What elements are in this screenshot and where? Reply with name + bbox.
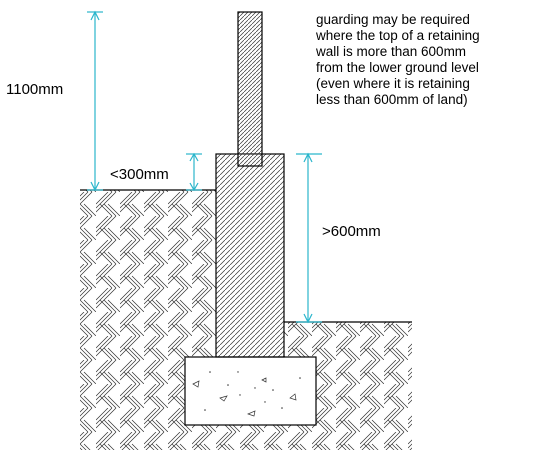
dimension-lt-300mm [186, 152, 202, 192]
label-lt-300mm: <300mm [110, 166, 169, 183]
label-1100mm: 1100mm [6, 81, 63, 98]
note-line: guarding may be required [316, 12, 470, 27]
concrete-footing [184, 356, 317, 426]
note-line: where the top of a retaining [315, 28, 480, 43]
note-line: from the lower ground level [316, 60, 479, 75]
note-line: (even where it is retaining [316, 76, 470, 91]
guarding-note: guarding may be required where the top o… [315, 12, 480, 107]
note-line: wall is more than 600mm [315, 44, 466, 59]
note-line: less than 600mm of land) [316, 92, 468, 107]
dimension-1100mm [87, 10, 103, 192]
retaining-wall [215, 153, 285, 358]
guard-post [237, 11, 263, 167]
dimension-gt-600mm [296, 152, 322, 324]
label-gt-600mm: >600mm [322, 223, 381, 240]
